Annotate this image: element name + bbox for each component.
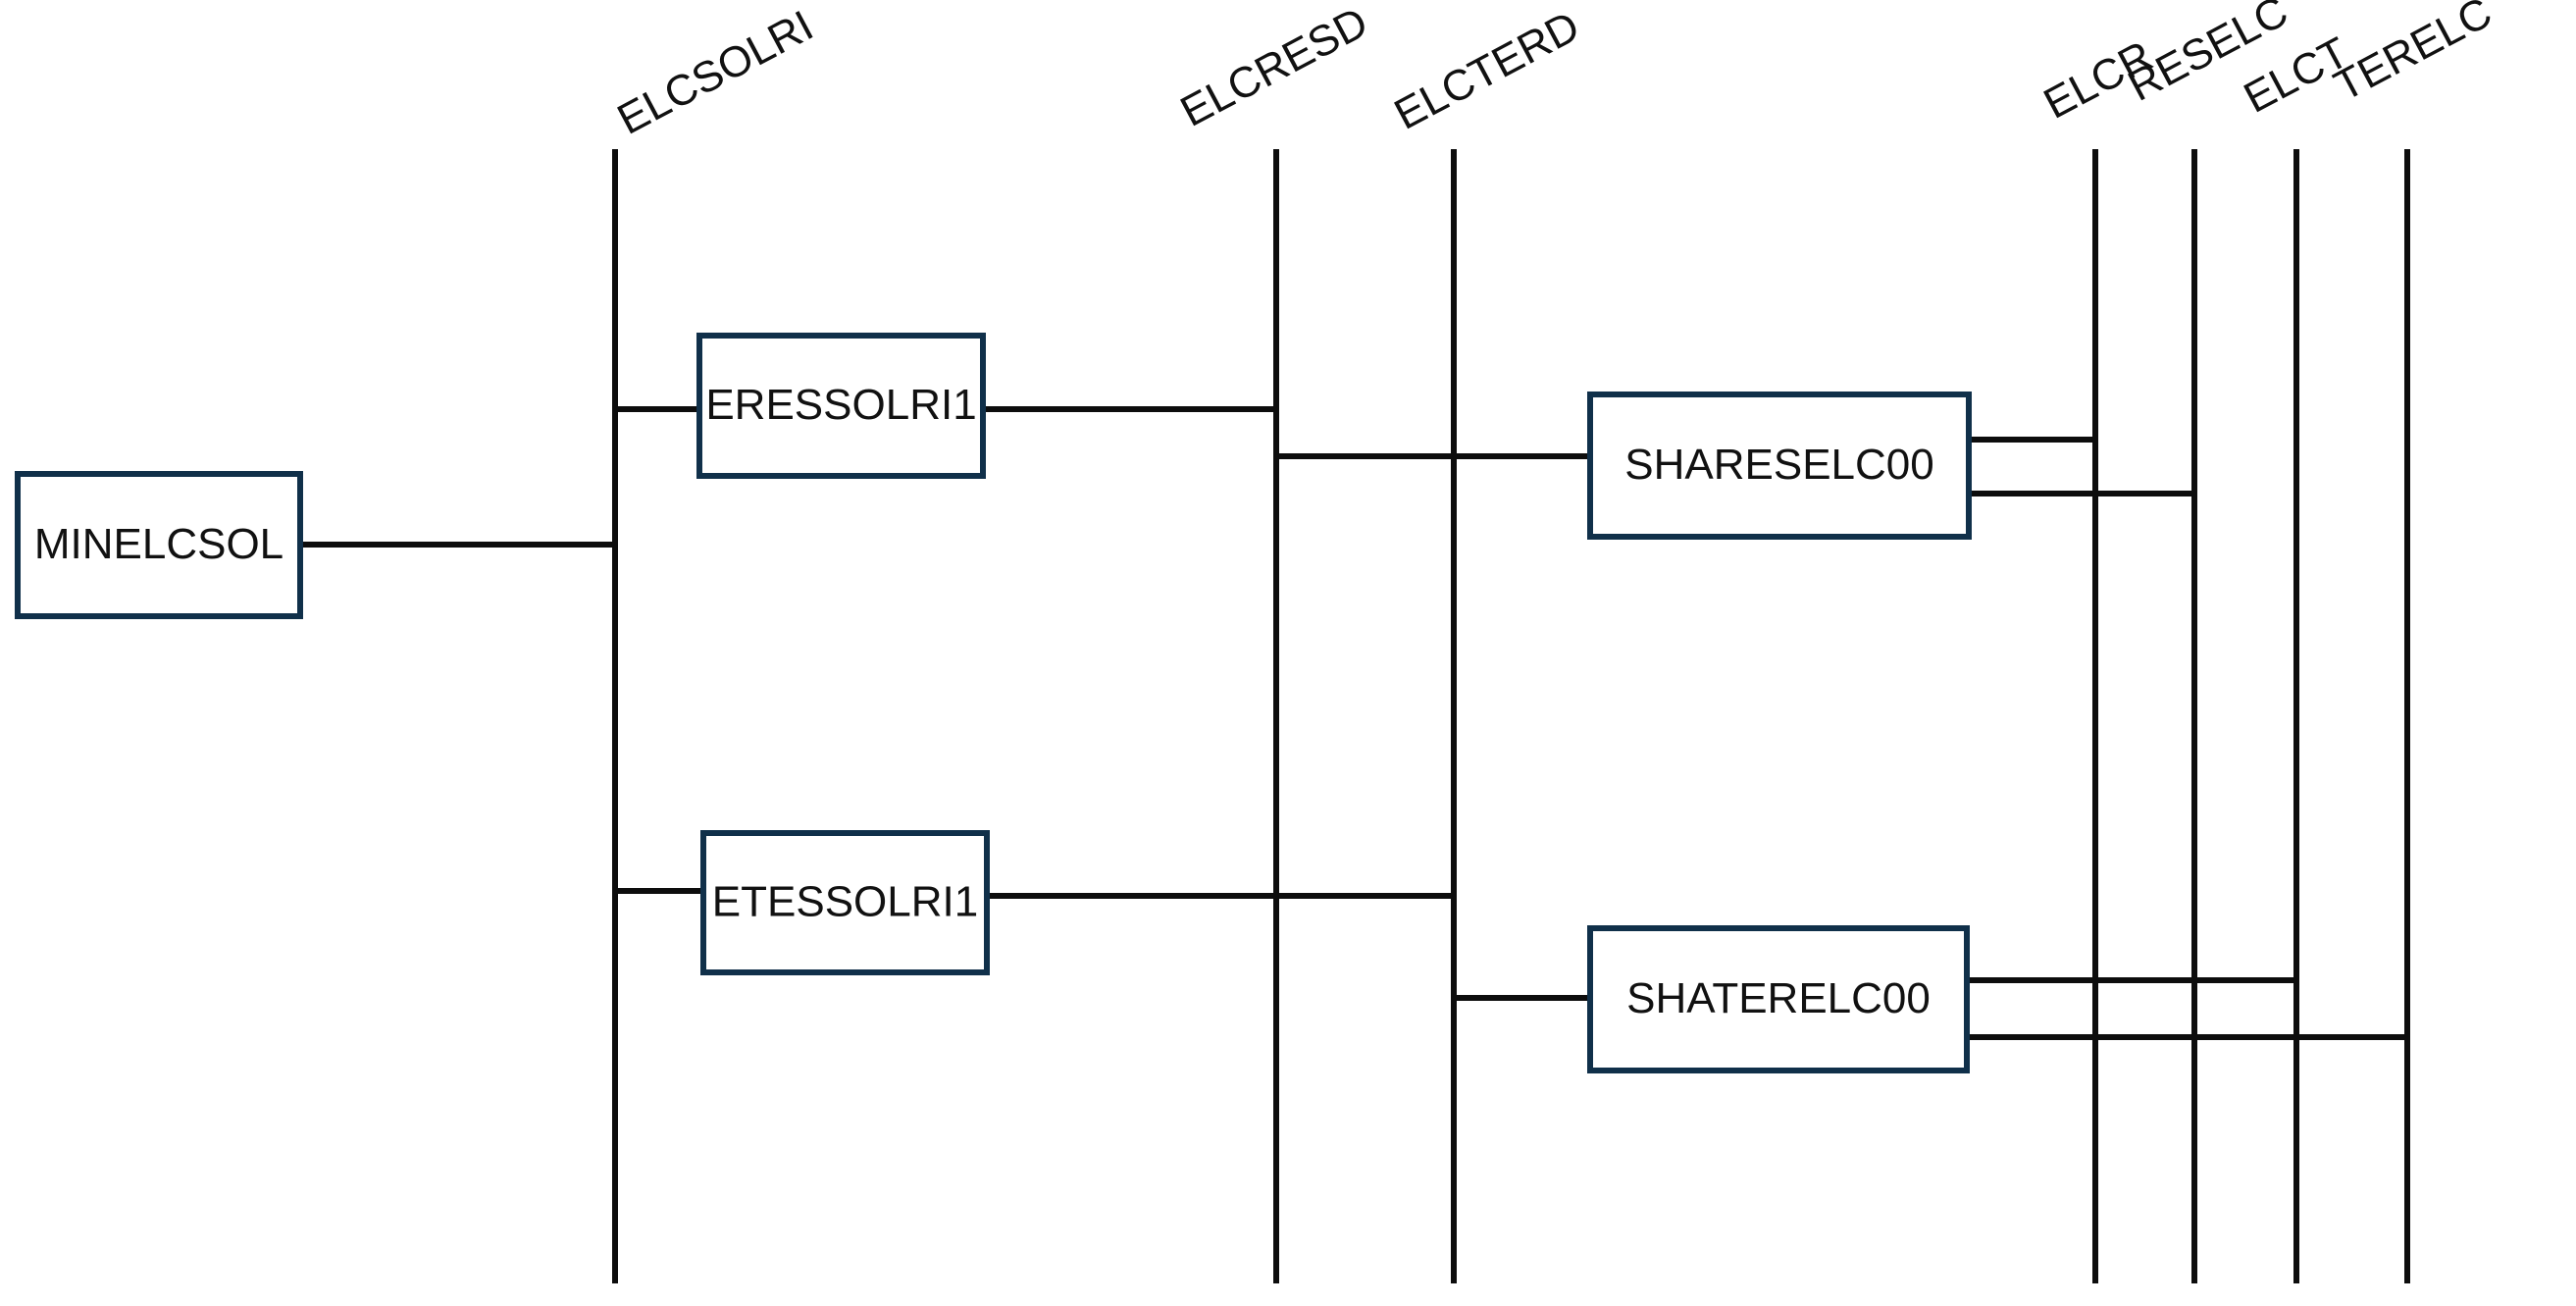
node-label-minelcsol: MINELCSOL bbox=[34, 520, 283, 568]
node-label-etessolri1: ETESSOLRI1 bbox=[712, 878, 978, 926]
node-box-minelcsol[interactable] bbox=[15, 471, 303, 619]
node-label-eressolri1: ERESSOLRI1 bbox=[705, 381, 976, 429]
node-shaterelc00[interactable]: SHATERELC00 bbox=[1587, 925, 1970, 1073]
node-box-etessolri1[interactable] bbox=[700, 830, 990, 975]
bus-label-elcterd: ELCTERD bbox=[1387, 2, 1587, 139]
node-minelcsol[interactable]: MINELCSOL bbox=[15, 471, 303, 619]
node-box-shareselc00[interactable] bbox=[1587, 392, 1972, 540]
bus-label-elcsolri: ELCSOLRI bbox=[610, 1, 821, 143]
bus-lines-group bbox=[612, 149, 2410, 1283]
connector-lines-group bbox=[300, 406, 2407, 1040]
node-etessolri1[interactable]: ETESSOLRI1 bbox=[700, 830, 990, 975]
bus-label-terelc: TERELC bbox=[2327, 0, 2499, 111]
node-shareselc00[interactable]: SHARESELC00 bbox=[1587, 392, 1972, 540]
node-label-shareselc00: SHARESELC00 bbox=[1624, 441, 1933, 489]
node-eressolri1[interactable]: ERESSOLRI1 bbox=[696, 333, 986, 479]
node-box-eressolri1[interactable] bbox=[696, 333, 986, 479]
bus-label-elcresd: ELCRESD bbox=[1173, 0, 1376, 136]
node-box-shaterelc00[interactable] bbox=[1587, 925, 1970, 1073]
node-label-shaterelc00: SHATERELC00 bbox=[1626, 974, 1931, 1022]
